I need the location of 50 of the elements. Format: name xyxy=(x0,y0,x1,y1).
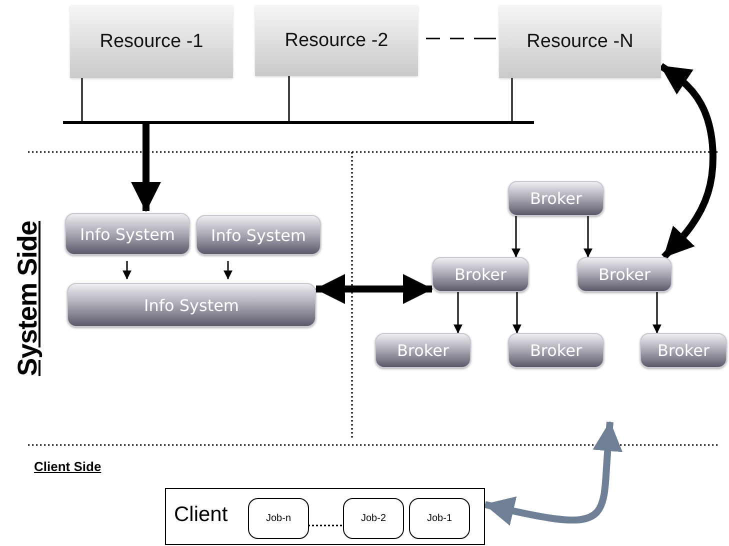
arrow xyxy=(454,292,462,334)
node-label: Info System xyxy=(80,224,176,244)
node-label: Broker xyxy=(396,341,450,360)
connector-line xyxy=(81,78,83,121)
arrow xyxy=(659,63,716,260)
arrow xyxy=(131,124,161,212)
arrow xyxy=(224,261,232,280)
resource-box xyxy=(255,5,418,76)
node-label: Job-1 xyxy=(426,513,452,524)
node-label: Info System xyxy=(144,296,240,314)
node-label: Resource -N xyxy=(526,30,634,52)
node-label: Broker xyxy=(530,341,582,360)
arrow xyxy=(512,216,520,258)
connector-line xyxy=(308,524,342,526)
process-box xyxy=(196,215,321,255)
node-label: Resource -2 xyxy=(284,30,388,52)
node-label: Broker xyxy=(530,189,582,208)
arrow xyxy=(652,292,662,334)
process-box xyxy=(508,181,604,216)
arrow xyxy=(122,261,132,280)
process-box xyxy=(508,333,604,368)
node-label: Info System xyxy=(210,226,306,244)
job-box xyxy=(343,498,404,539)
node-label: Job-n xyxy=(266,513,291,524)
node-label: Broker xyxy=(598,265,651,284)
client-label: Client xyxy=(174,503,228,527)
arrow xyxy=(512,292,522,334)
resource-box xyxy=(499,5,661,78)
node-label: Resource -1 xyxy=(100,30,204,52)
connector-line xyxy=(288,76,290,121)
node-label: Job-2 xyxy=(360,513,386,524)
connector-line xyxy=(511,78,513,121)
arrow xyxy=(584,216,592,258)
job-box xyxy=(409,498,470,539)
process-box xyxy=(375,333,471,368)
node-label: Broker xyxy=(454,265,507,284)
resource-box xyxy=(70,5,233,78)
section-heading: Client Side xyxy=(34,459,102,474)
section-heading: System Side xyxy=(12,220,44,378)
client-box xyxy=(165,488,485,545)
process-box xyxy=(67,283,316,327)
bus-bar xyxy=(63,121,534,124)
process-box xyxy=(65,213,190,255)
node-label: Broker xyxy=(657,341,710,360)
arrow xyxy=(315,274,433,304)
process-box xyxy=(432,257,529,292)
arrow xyxy=(484,421,623,526)
job-box xyxy=(248,498,309,539)
process-box xyxy=(640,333,727,368)
process-box xyxy=(577,257,672,292)
